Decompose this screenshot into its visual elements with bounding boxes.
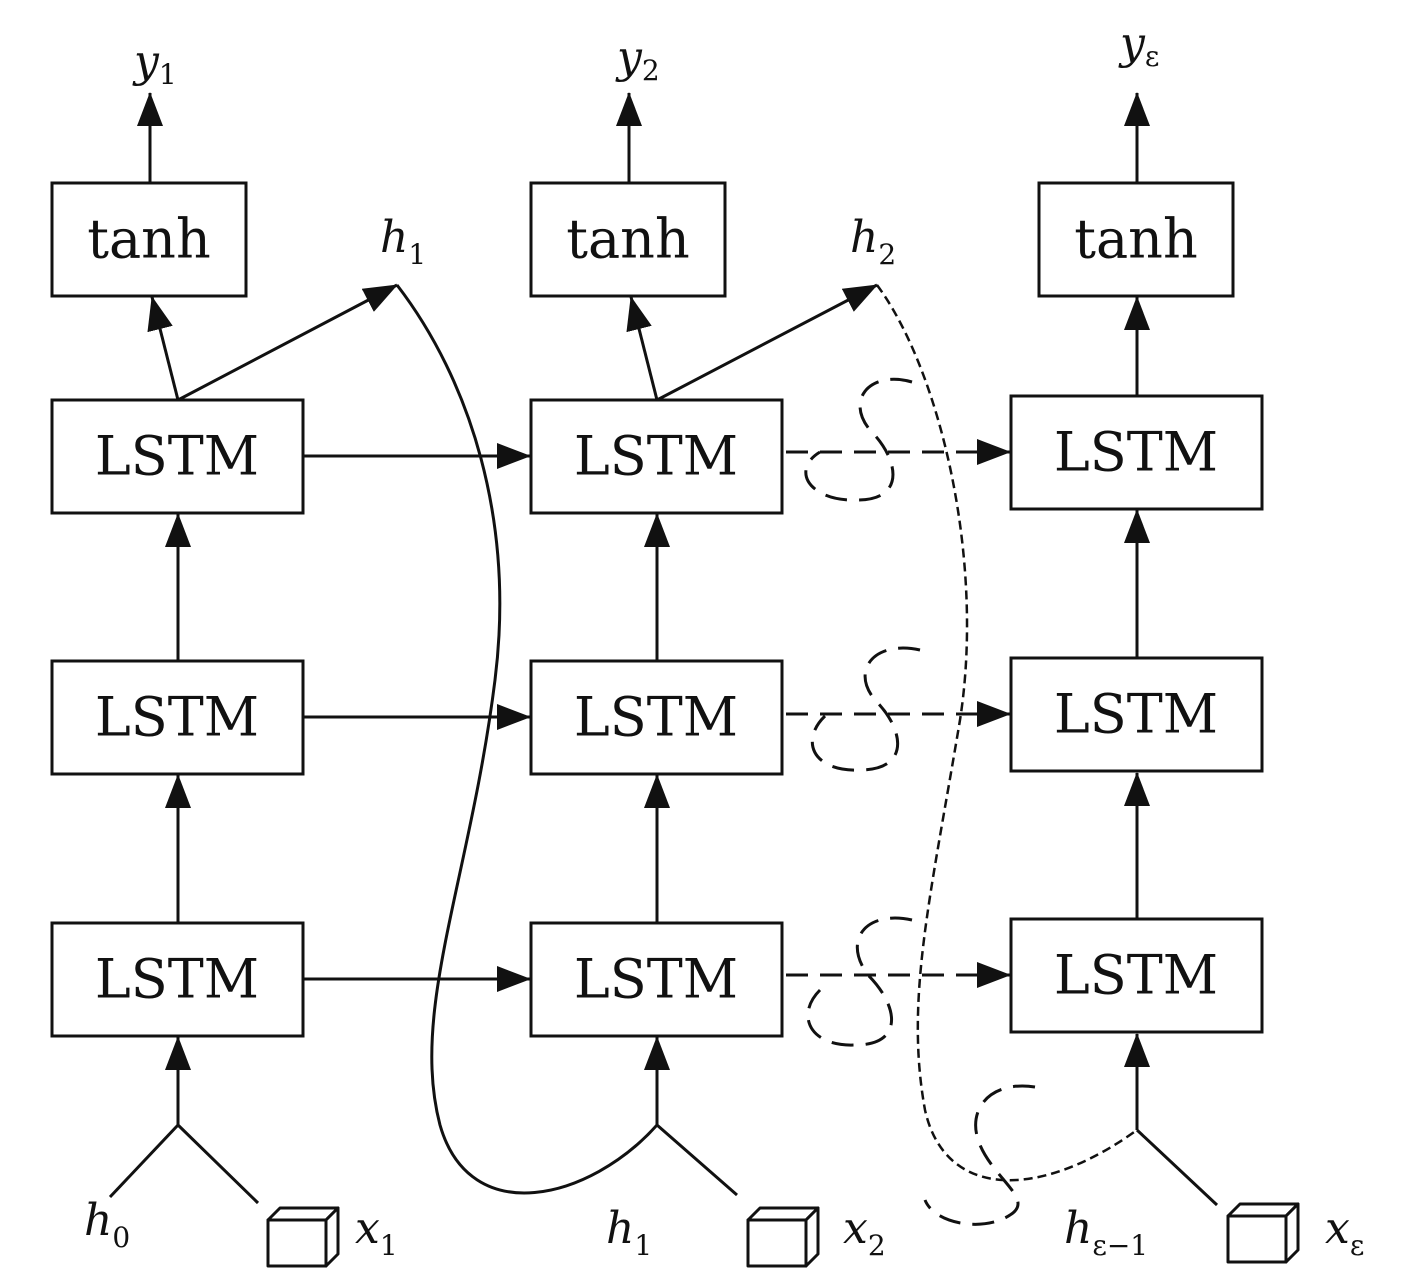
output-label-y-eps: yε xyxy=(1118,18,1159,73)
input-label-x2: x2 xyxy=(843,1203,886,1262)
lstm-label: LSTM xyxy=(1054,944,1218,1007)
tanh-arrow-2 xyxy=(626,296,659,401)
x1-branch xyxy=(176,1123,260,1205)
h2-arrow xyxy=(656,283,878,402)
lstm-box-3-1 xyxy=(1009,917,1264,1034)
column-2: LSTM LSTM LSTM tanh xyxy=(529,92,878,1197)
break-symbol-bottom xyxy=(806,916,913,1047)
cube-icon xyxy=(266,1206,340,1268)
lstm-label: LSTM xyxy=(95,948,259,1011)
lstm-label: LSTM xyxy=(1054,683,1218,746)
h1-feedback-curve xyxy=(395,284,659,1195)
lstm-box-2-2 xyxy=(529,659,784,776)
break-symbol-top xyxy=(804,377,913,502)
column-3: LSTM LSTM LSTM tanh xyxy=(1009,92,1264,1207)
tanh-arrow-1 xyxy=(147,296,180,401)
lstm-box-3-3 xyxy=(1009,394,1264,511)
x-eps-branch xyxy=(1135,1128,1219,1207)
lstm-label: LSTM xyxy=(574,425,738,488)
hidden-label-h1: h1 xyxy=(380,212,426,271)
input-label-x-eps: xε xyxy=(1325,1203,1364,1262)
break-symbol-mid xyxy=(810,646,921,772)
h1-arrow xyxy=(177,283,398,402)
input-label-h1: h1 xyxy=(606,1203,652,1262)
input-label-h-eps-minus-1: hε−1 xyxy=(1064,1203,1148,1262)
h2-feedback-curve xyxy=(875,284,1138,1182)
tanh-box-3 xyxy=(1037,181,1235,298)
input-label-x1: x1 xyxy=(355,1203,398,1262)
lstm-box-3-2 xyxy=(1009,656,1264,773)
input-label-h0: h0 xyxy=(84,1195,130,1254)
tanh-label: tanh xyxy=(1074,208,1197,271)
cube-icon xyxy=(1226,1202,1300,1264)
lstm-label: LSTM xyxy=(574,686,738,749)
h0-branch xyxy=(108,1123,180,1199)
lstm-label: LSTM xyxy=(574,948,738,1011)
tanh-box-1 xyxy=(50,181,248,298)
lstm-label: LSTM xyxy=(95,425,259,488)
x2-branch xyxy=(656,1123,738,1197)
tanh-label: tanh xyxy=(87,208,210,271)
tanh-label: tanh xyxy=(566,208,689,271)
hidden-label-h2: h2 xyxy=(850,212,896,271)
output-label-y1: y1 xyxy=(132,36,177,91)
lstm-box-1-3 xyxy=(50,398,305,515)
cube-icon xyxy=(746,1206,820,1268)
break-symbol-input xyxy=(923,1084,1036,1226)
column-1: LSTM LSTM LSTM tanh xyxy=(50,92,398,1205)
lstm-label: LSTM xyxy=(1054,421,1218,484)
output-label-y2: y2 xyxy=(615,32,660,87)
lstm-label: LSTM xyxy=(95,686,259,749)
